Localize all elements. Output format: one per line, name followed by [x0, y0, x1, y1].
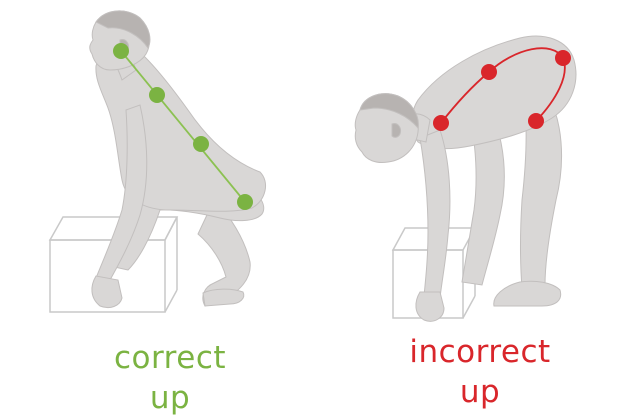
correct-lift-figure: [48, 10, 267, 313]
correct-caption: correct up: [80, 338, 260, 418]
incorrect-caption-line2: up: [459, 374, 501, 410]
incorrect-spine-point: [528, 113, 544, 129]
correct-spine-point: [113, 43, 129, 59]
incorrect-spine-curve: [440, 47, 566, 124]
incorrect-lift-figure: [354, 35, 577, 322]
correct-spine-point: [193, 136, 209, 152]
incorrect-spine: [433, 47, 571, 131]
correct-caption-line2: up: [149, 380, 191, 416]
correct-lift-person: [89, 10, 267, 309]
correct-spine-point: [149, 87, 165, 103]
incorrect-caption: incorrect up: [385, 332, 575, 412]
incorrect-spine-point: [481, 64, 497, 80]
correct-caption-line1: correct: [113, 340, 227, 376]
correct-spine-line: [120, 50, 246, 203]
incorrect-spine-point: [433, 115, 449, 131]
incorrect-spine-point: [555, 50, 571, 66]
correct-spine-point: [237, 194, 253, 210]
incorrect-lift-person: [354, 35, 577, 322]
correct-spine: [113, 43, 253, 210]
incorrect-caption-line1: incorrect: [409, 334, 551, 370]
